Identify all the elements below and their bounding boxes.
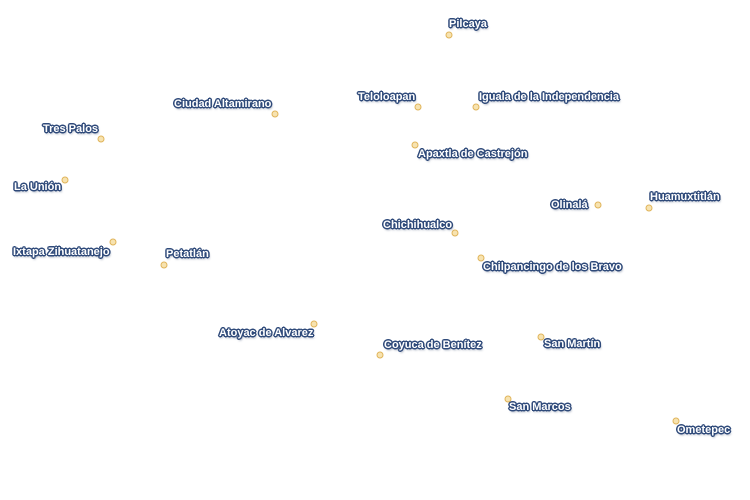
marker-chichihualco[interactable] (451, 229, 459, 237)
marker-la-union[interactable] (61, 176, 69, 184)
label-ciudad-altamirano: Ciudad Altamirano (174, 98, 272, 110)
marker-olinala[interactable] (594, 201, 602, 209)
label-chilpancingo: Chilpancingo de los Bravo (483, 261, 622, 273)
marker-ixtapa[interactable] (109, 238, 117, 246)
label-coyuca: Coyuca de Benítez (384, 339, 482, 351)
label-la-union: La Unión (14, 181, 62, 193)
label-petatlan: Petatlán (166, 248, 209, 260)
marker-teloloapan[interactable] (414, 103, 422, 111)
marker-apaxtla[interactable] (411, 141, 419, 149)
label-tres-palos: Tres Palos (43, 123, 99, 135)
label-olinala: Olinalá (551, 199, 588, 211)
marker-iguala[interactable] (472, 103, 480, 111)
label-apaxtla: Apaxtla de Castrejón (418, 148, 528, 160)
marker-ciudad-altamirano[interactable] (271, 110, 279, 118)
marker-tres-palos[interactable] (97, 135, 105, 143)
marker-pilcaya[interactable] (445, 31, 453, 39)
label-teloloapan: Teloloapan (358, 91, 416, 103)
marker-chilpancingo[interactable] (477, 254, 485, 262)
label-ixtapa: Ixtapa Zihuatanejo (13, 246, 110, 258)
marker-huamuxtitlan[interactable] (645, 204, 653, 212)
label-pilcaya: Pilcaya (449, 18, 487, 30)
marker-petatlan[interactable] (160, 261, 168, 269)
label-chichihualco: Chichihualco (383, 219, 453, 231)
label-iguala: Iguala de la Independencia (479, 91, 619, 103)
marker-san-martin[interactable] (537, 333, 545, 341)
marker-atoyac[interactable] (310, 320, 318, 328)
label-huamuxtitlan: Huamuxtitlán (650, 191, 720, 203)
label-ometepec: Ometepec (677, 424, 731, 436)
marker-coyuca[interactable] (376, 351, 384, 359)
label-atoyac: Atoyac de Alvarez (219, 327, 314, 339)
marker-ometepec[interactable] (672, 417, 680, 425)
label-san-martin: San Martín (544, 338, 601, 350)
label-san-marcos: San Marcos (509, 401, 571, 413)
marker-san-marcos[interactable] (504, 395, 512, 403)
